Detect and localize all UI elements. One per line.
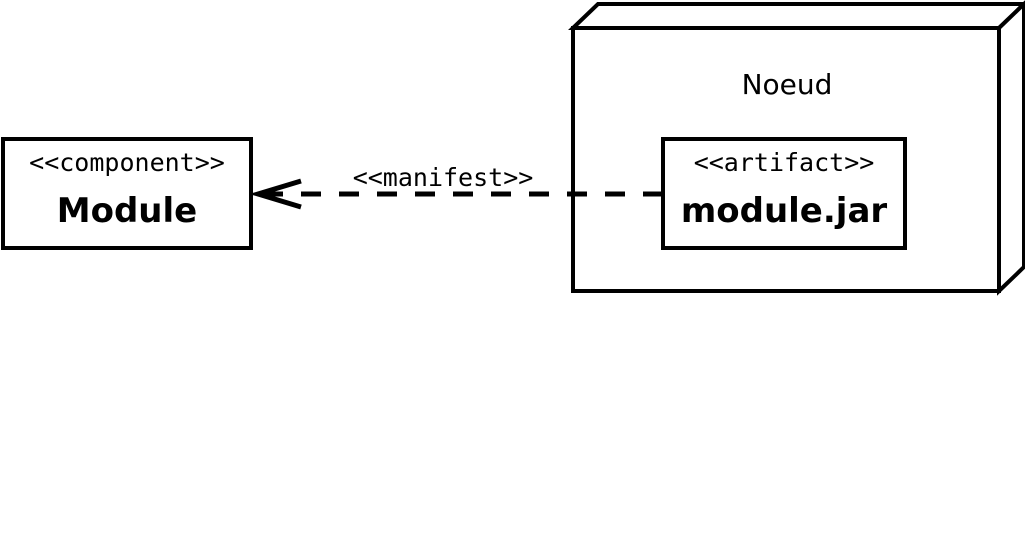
dependency-arrowhead xyxy=(249,178,302,210)
manifest-dependency[interactable]: <<manifest>> xyxy=(249,163,663,210)
artifact-name: module.jar xyxy=(681,191,888,231)
component-box xyxy=(1,137,253,250)
node-top-face xyxy=(568,2,1025,30)
node-name: Noeud xyxy=(742,68,833,101)
component-name: Module xyxy=(57,191,197,231)
component-stereotype: <<component>> xyxy=(29,148,225,177)
artifact-stereotype: <<artifact>> xyxy=(694,148,875,177)
node-side-face xyxy=(997,0,1025,296)
dependency-label: <<manifest>> xyxy=(353,163,534,192)
component-module[interactable]: <<component>> Module xyxy=(1,137,253,250)
artifact-module-jar[interactable]: <<artifact>> module.jar xyxy=(661,137,907,250)
